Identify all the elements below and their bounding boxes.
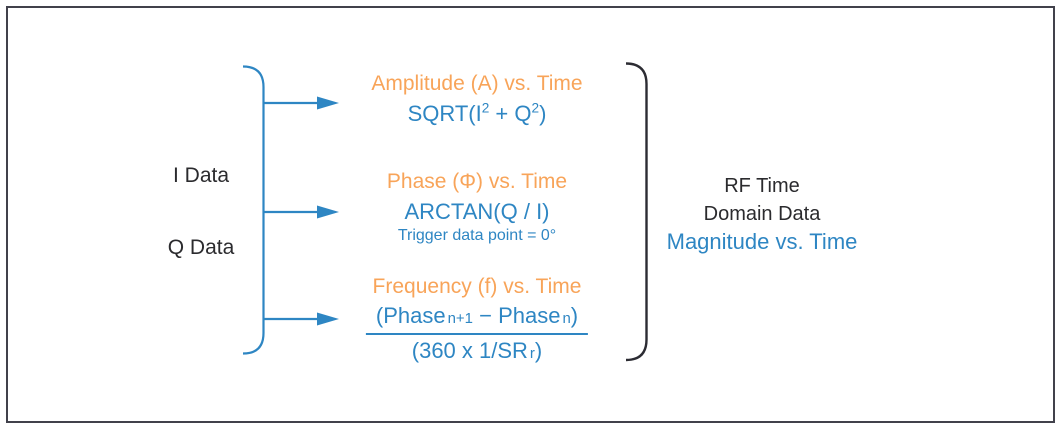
- result-line-2: Domain Data: [703, 203, 821, 225]
- phase-output-group: Phase (Φ) vs. Time ARCTAN(Q / I) Trigger…: [387, 170, 567, 245]
- exponent: 2: [481, 100, 490, 116]
- amplitude-output-group: Amplitude (A) vs. Time SQRT(I2 + Q2): [371, 72, 582, 126]
- formula-text: (Phase: [375, 303, 446, 328]
- amplitude-title: Amplitude (A) vs. Time: [371, 72, 583, 95]
- q-data-label: Q Data: [167, 236, 235, 259]
- subscript: r: [529, 345, 535, 363]
- subscript: n+1: [447, 310, 473, 327]
- formula-text: + Q: [489, 101, 532, 126]
- result-block: RF Time Domain Data Magnitude vs. Time: [667, 172, 858, 256]
- result-line-3: Magnitude vs. Time: [666, 229, 858, 254]
- phase-trigger-note: Trigger data point = 0°: [397, 227, 557, 245]
- output-group-bracket: [625, 62, 648, 362]
- formula-text: (360 x 1/SR: [411, 338, 528, 364]
- amplitude-formula: SQRT(I2 + Q2): [371, 101, 582, 126]
- diagram-border: [6, 6, 1055, 423]
- input-group-bracket: [242, 65, 265, 355]
- i-data-label: I Data: [172, 164, 230, 187]
- frequency-title: Frequency (f) vs. Time: [372, 275, 582, 298]
- exponent: 2: [531, 100, 540, 116]
- formula-text: − Phase: [472, 303, 561, 328]
- arrow-right-icon: [264, 96, 339, 110]
- phase-title: Phase (Φ) vs. Time: [386, 170, 568, 193]
- result-line-1: RF Time: [724, 175, 800, 197]
- formula-text: ): [570, 303, 579, 328]
- arrow-right-icon: [264, 205, 339, 219]
- arrow-right-icon: [264, 312, 339, 326]
- phase-formula: ARCTAN(Q / I): [404, 199, 550, 224]
- subscript: n: [562, 310, 571, 327]
- formula-text: ): [534, 338, 543, 364]
- formula-text: ): [539, 101, 547, 126]
- formula-text: SQRT(I: [407, 101, 482, 126]
